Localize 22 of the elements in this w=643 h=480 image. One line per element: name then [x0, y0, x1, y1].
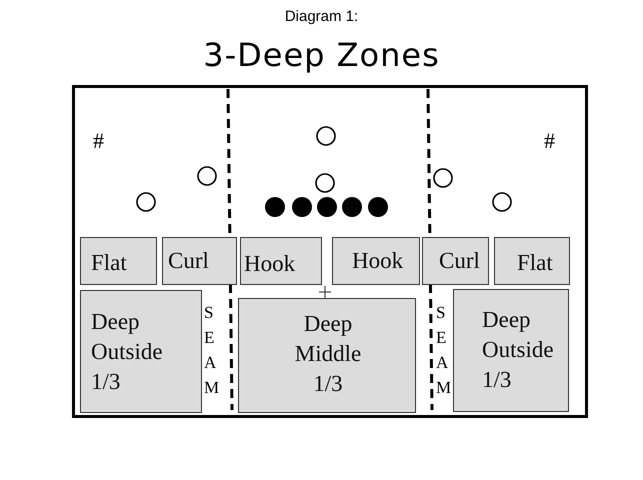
diagram-title: 3-Deep Zones: [202, 36, 441, 74]
underneath-zone-box: [80, 237, 157, 285]
deep-zone-box: [80, 290, 202, 413]
zone-label: Curl: [168, 247, 209, 275]
underneath-zone-box: [494, 237, 570, 285]
hash-mark: #: [93, 128, 104, 154]
diagram-number: Diagram 1:: [284, 8, 360, 25]
underneath-zone-box: [422, 237, 489, 285]
deep-zone-box: [238, 298, 416, 413]
deep-zone-box: [453, 289, 569, 412]
underneath-zone-box: [332, 237, 420, 285]
zone-label: Hook: [352, 247, 404, 275]
zone-label: Flat: [91, 249, 127, 277]
zone-label: Curl: [439, 247, 480, 275]
underneath-zone-box: [162, 237, 237, 285]
zone-label: Hook: [244, 250, 296, 278]
zone-label: Flat: [517, 249, 553, 277]
zone-label: Deep Outside 1/3: [91, 308, 164, 396]
zone-label: Deep Middle 1/3: [294, 310, 362, 398]
zone-label: Deep Outside 1/3: [482, 306, 555, 394]
underneath-zone-box: [240, 237, 322, 285]
hash-mark: #: [544, 128, 555, 154]
